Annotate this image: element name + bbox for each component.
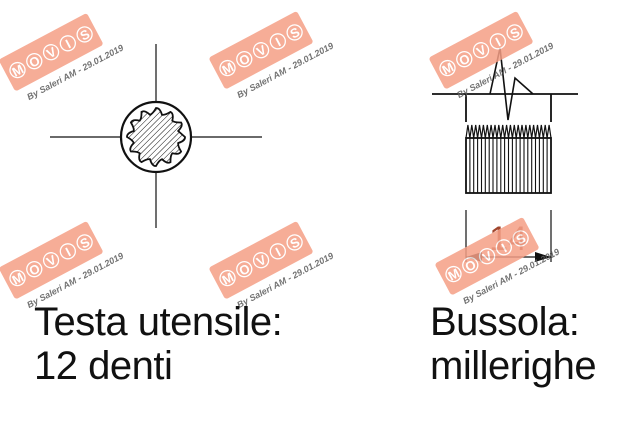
watermark-letter-ring	[236, 261, 253, 278]
spline-grooves	[469, 138, 548, 193]
watermark-letter-ring	[59, 35, 76, 52]
watermark-letter-ring	[76, 26, 93, 43]
watermark-letter: I	[273, 34, 283, 49]
watermark-letter-ring	[489, 33, 506, 50]
watermark-letter-ring	[512, 230, 529, 247]
watermark-letter-ring	[26, 261, 43, 278]
watermark-letter-ring	[445, 265, 462, 283]
watermark-letter-ring	[472, 42, 490, 59]
watermark-letter-ring	[219, 269, 236, 287]
watermark-letter: I	[273, 244, 283, 259]
watermark-letter-ring	[219, 59, 236, 77]
watermark-letter-ring	[286, 24, 303, 41]
watermark-letter-ring	[456, 51, 473, 68]
watermark-letter-ring	[252, 42, 270, 59]
dimension-arrow-right	[535, 252, 551, 262]
watermark-letter-ring	[42, 44, 60, 61]
twelve-tooth-profile	[126, 107, 186, 167]
watermark-letter-ring	[495, 239, 512, 256]
watermark-letter: I	[499, 240, 509, 255]
watermark-letter-ring	[269, 243, 286, 260]
watermark-letter-ring	[42, 252, 60, 269]
watermark-letter-ring	[76, 234, 93, 251]
watermark-letter-ring	[506, 24, 523, 41]
caption-socket-line1: Bussola:	[430, 300, 580, 344]
caption-tool-head: Testa utensile: 12 denti	[34, 300, 283, 388]
caption-tool-head-line1: Testa utensile:	[34, 300, 283, 344]
caption-tool-head-line2: 12 denti	[34, 344, 173, 388]
watermark-letter-ring	[439, 59, 456, 77]
tool-head-symbol	[50, 44, 262, 228]
watermark-letter-ring	[286, 234, 303, 251]
watermark-letter-ring	[269, 33, 286, 50]
watermark-letter-ring	[236, 51, 253, 68]
watermark-letter-ring	[59, 243, 76, 260]
watermark-letter-ring	[478, 248, 496, 265]
spline-teeth	[465, 124, 552, 139]
watermark-letter-ring	[462, 257, 479, 274]
watermark-letter-ring	[26, 53, 43, 70]
watermark-letter-ring	[9, 61, 26, 79]
watermark-letter-ring	[9, 269, 26, 287]
watermark-letter: I	[63, 36, 73, 51]
watermark-letter: I	[493, 34, 503, 49]
watermark-letter: I	[63, 244, 73, 259]
caption-socket-line2: millerighe	[430, 344, 597, 388]
caption-socket: Bussola: millerighe	[430, 300, 597, 388]
watermark-letter-ring	[252, 252, 270, 269]
